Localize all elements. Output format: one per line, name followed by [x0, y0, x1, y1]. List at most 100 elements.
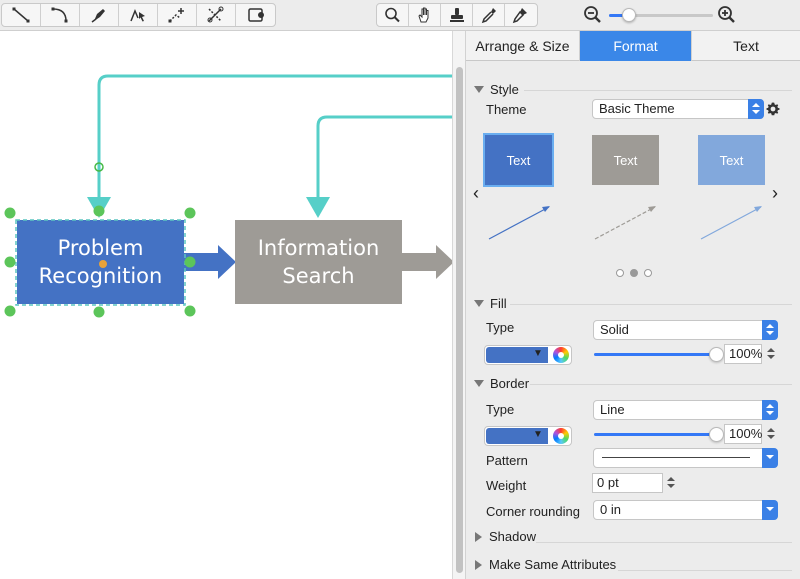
- theme-value: Basic Theme: [599, 101, 675, 116]
- resize-handle[interactable]: [4, 256, 16, 268]
- style-section-header[interactable]: Style: [474, 82, 519, 97]
- select-stepper-icon: [762, 500, 778, 520]
- connector-to-information-search[interactable]: [316, 115, 452, 199]
- theme-label: Theme: [486, 102, 527, 117]
- resize-handle[interactable]: [184, 256, 196, 268]
- arc-tool-icon[interactable]: [41, 4, 80, 26]
- flow-arrow-problem-to-search[interactable]: [184, 245, 236, 279]
- resize-handle[interactable]: [4, 305, 16, 317]
- fill-type-value: Solid: [600, 322, 629, 337]
- shape-label: Information Search: [257, 236, 380, 288]
- style-line-preview-1[interactable]: [488, 206, 550, 240]
- style-page-dot-3[interactable]: [644, 269, 652, 277]
- disclosure-triangle-icon: [474, 300, 484, 307]
- fill-opacity-stepper[interactable]: [766, 344, 777, 364]
- make-same-attributes-section-header[interactable]: Make Same Attributes: [474, 557, 616, 572]
- connector-to-problem-recognition[interactable]: [97, 74, 452, 199]
- disclosure-triangle-icon: [475, 531, 482, 542]
- drawing-tools-group: [1, 3, 276, 27]
- slider-track: [594, 353, 716, 356]
- border-opacity-slider[interactable]: [594, 427, 724, 443]
- section-divider: [530, 384, 792, 385]
- fill-type-label: Type: [486, 320, 515, 335]
- style-right-arrow[interactable]: ›: [772, 183, 778, 203]
- section-title: Fill: [490, 296, 507, 311]
- fill-opacity-slider[interactable]: [594, 347, 724, 363]
- style-card-1[interactable]: Text: [485, 135, 552, 185]
- tab-label: Format: [613, 38, 658, 54]
- tab-arrange-size[interactable]: Arrange & Size: [466, 31, 580, 61]
- scrollbar-thumb[interactable]: [456, 67, 463, 573]
- resize-handle[interactable]: [4, 207, 16, 219]
- text-edit-handle[interactable]: [99, 260, 107, 268]
- style-line-previews: [488, 206, 762, 240]
- style-page-dot-2[interactable]: [630, 269, 638, 277]
- border-color-well[interactable]: ▼: [484, 426, 572, 446]
- zoom-slider-knob[interactable]: [621, 8, 636, 22]
- border-type-select[interactable]: Line: [593, 400, 778, 420]
- fill-opacity-field[interactable]: 100%: [724, 344, 762, 364]
- zoom-out-icon[interactable]: [583, 5, 603, 25]
- resize-handle[interactable]: [93, 306, 105, 318]
- zoom-magnifier-icon[interactable]: [377, 4, 409, 26]
- eyedropper-icon[interactable]: [473, 4, 505, 26]
- style-page-dot-1[interactable]: [616, 269, 624, 277]
- color-wheel-icon[interactable]: [553, 428, 569, 444]
- slider-knob[interactable]: [709, 427, 724, 442]
- shape-label: Problem Recognition: [38, 236, 163, 288]
- zoom-in-icon[interactable]: [717, 5, 737, 25]
- format-painter-icon[interactable]: [505, 4, 537, 26]
- resize-handle[interactable]: [184, 207, 196, 219]
- gear-icon[interactable]: [765, 101, 781, 117]
- weight-field[interactable]: 0 pt: [592, 473, 663, 493]
- color-wheel-icon[interactable]: [553, 347, 569, 363]
- style-line-preview-3[interactable]: [700, 206, 762, 240]
- border-color-swatch: [486, 428, 548, 444]
- section-title: Border: [490, 376, 530, 391]
- style-line-preview-2[interactable]: [594, 206, 656, 240]
- section-title: Shadow: [489, 529, 536, 544]
- disclosure-triangle-icon: [474, 86, 484, 93]
- style-left-arrow[interactable]: ‹: [473, 183, 479, 203]
- fill-type-select[interactable]: Solid: [593, 320, 778, 340]
- slider-knob[interactable]: [709, 347, 724, 362]
- weight-label: Weight: [486, 478, 527, 493]
- border-opacity-stepper[interactable]: [766, 424, 777, 444]
- toolbar: [0, 0, 800, 31]
- zoom-slider[interactable]: [609, 8, 713, 22]
- tab-format[interactable]: Format: [580, 31, 692, 61]
- smart-connector-tool-icon[interactable]: [158, 4, 197, 26]
- diagram-canvas[interactable]: Problem Recognition Information Search: [0, 31, 452, 579]
- stamp-icon[interactable]: [441, 4, 473, 26]
- hand-pan-icon[interactable]: [409, 4, 441, 26]
- border-section-header[interactable]: Border: [474, 376, 529, 391]
- pen-tool-icon[interactable]: [80, 4, 119, 26]
- chevron-down-icon: ▼: [533, 429, 543, 440]
- chain-tool-icon[interactable]: [197, 4, 236, 26]
- rotate-handle[interactable]: [94, 162, 104, 172]
- style-card-3[interactable]: Text: [698, 135, 765, 185]
- style-card-2[interactable]: Text: [592, 135, 659, 185]
- shape-information-search[interactable]: Information Search: [235, 220, 402, 304]
- flow-arrow-search-to-next[interactable]: [401, 245, 452, 279]
- style-card-label: Text: [719, 152, 744, 168]
- border-opacity-field[interactable]: 100%: [724, 424, 762, 444]
- line-tool-icon[interactable]: [2, 4, 41, 26]
- connector-tool-icon[interactable]: [119, 4, 158, 26]
- tab-label: Arrange & Size: [475, 38, 570, 54]
- insert-icon[interactable]: [236, 4, 275, 26]
- tab-text[interactable]: Text: [692, 31, 800, 61]
- border-type-value: Line: [600, 402, 625, 417]
- fill-section-header[interactable]: Fill: [474, 296, 507, 311]
- select-stepper-icon: [748, 99, 764, 119]
- fill-color-well[interactable]: ▼: [484, 345, 572, 365]
- shadow-section-header[interactable]: Shadow: [474, 529, 536, 544]
- tab-label: Text: [733, 38, 759, 54]
- resize-handle[interactable]: [184, 305, 196, 317]
- pattern-select[interactable]: [593, 448, 778, 468]
- canvas-vertical-scrollbar[interactable]: [452, 31, 466, 579]
- corner-rounding-select[interactable]: 0 in: [593, 500, 778, 520]
- weight-stepper[interactable]: [666, 473, 677, 493]
- theme-select[interactable]: Basic Theme: [592, 99, 764, 119]
- resize-handle[interactable]: [93, 205, 105, 217]
